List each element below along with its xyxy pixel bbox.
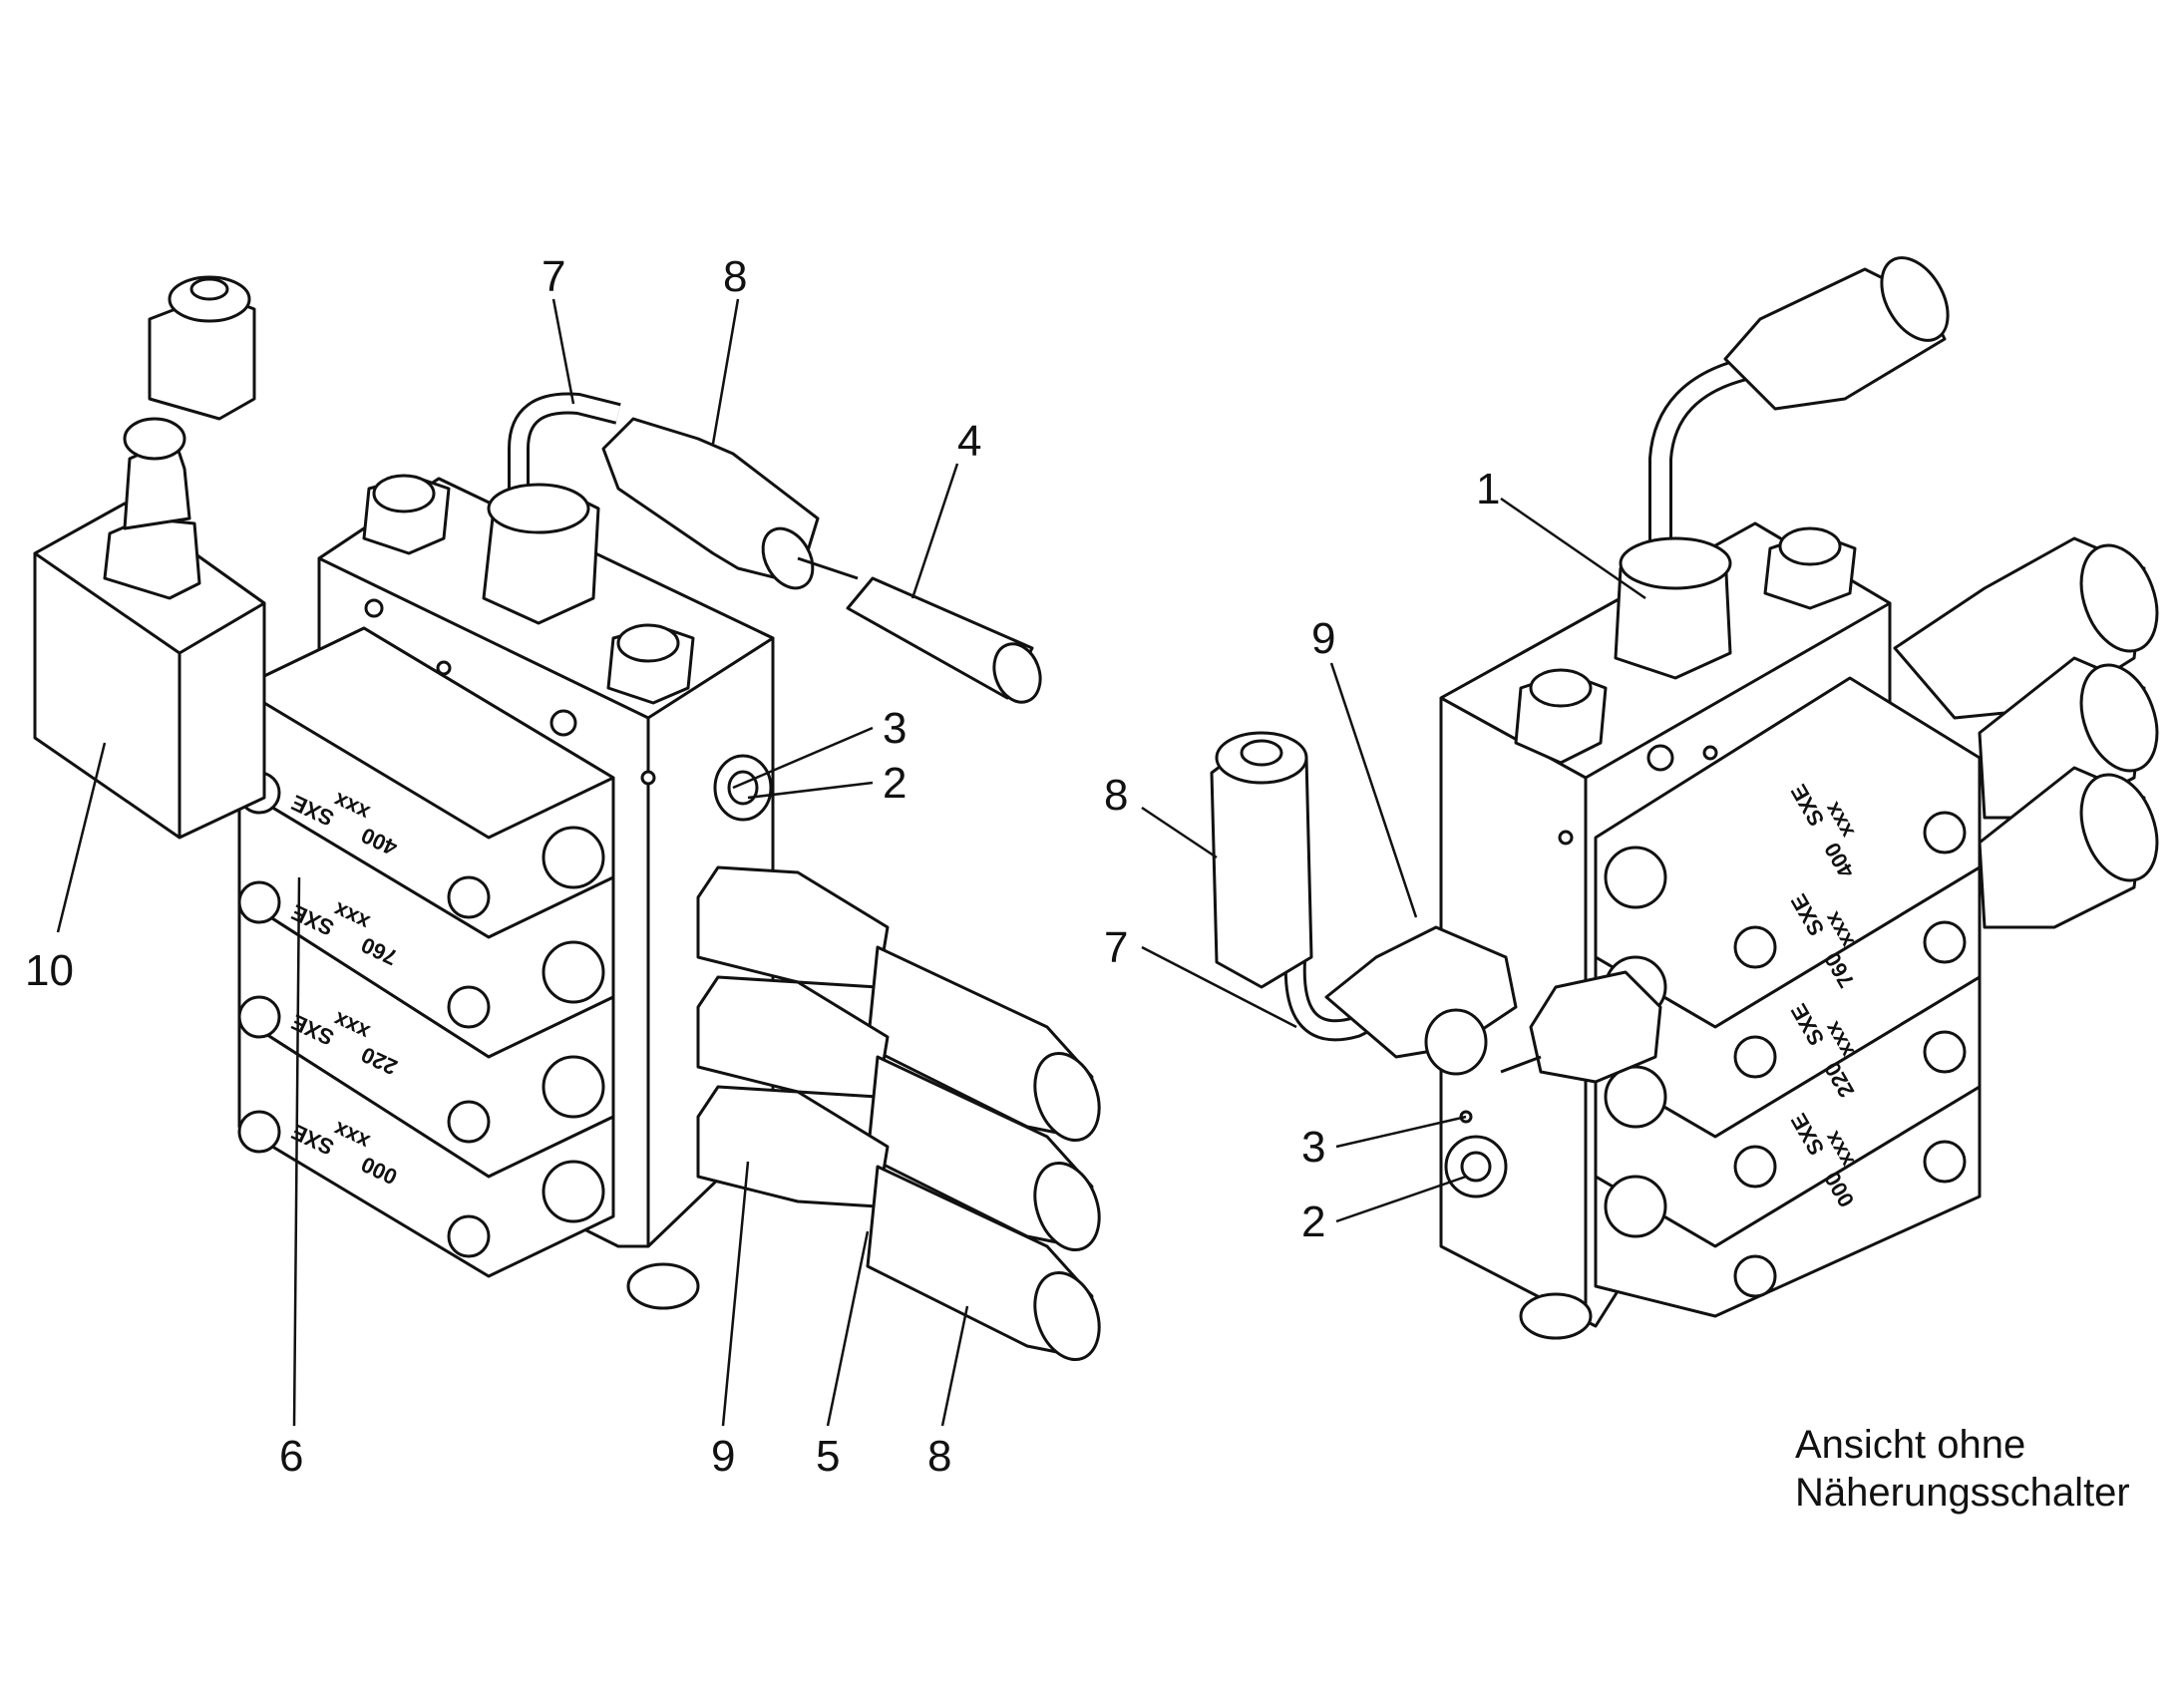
callout-8-right: 8 [1104,771,1128,820]
left-switch-block-10 [33,275,266,840]
callout-7-left: 7 [542,252,565,301]
left-assembly [33,275,1101,1362]
callout-10: 10 [25,946,74,995]
left-plug-3-2 [713,754,773,822]
left-sections-6 [237,626,615,1278]
callout-5: 5 [816,1432,840,1481]
right-hose-7-fitting-8-9 [1210,731,1518,1076]
right-assembly [1210,256,2159,1340]
callout-3-right: 3 [1301,1123,1325,1172]
callout-1: 1 [1476,465,1500,513]
left-top-plug-1 [362,474,451,555]
left-outlet-fittings [696,865,1101,1362]
left-fitting-8 [601,417,859,590]
right-plug-3-2 [1444,1110,1508,1198]
callout-2-left: 2 [883,759,907,808]
callout-9-left: 9 [711,1432,735,1481]
caption-line-2: Näherungsschalter [1795,1471,2130,1515]
callout-8-left-bottom: 8 [927,1432,951,1481]
left-hose-7 [482,392,621,625]
right-top-plug-1 [1514,668,1608,765]
callout-8-left-top: 8 [723,252,747,301]
caption-line-1: Ansicht ohne [1795,1423,2026,1467]
callout-labels-right: 1 9 8 7 3 2 [1104,465,1500,1246]
right-hose-1 [1614,256,1950,680]
right-switch-stub [1500,970,1662,1084]
callout-labels-left: 10 7 8 4 3 2 6 9 5 8 [25,252,981,1481]
right-sections [1594,676,1982,1318]
callout-4: 4 [957,417,981,466]
callout-3-left: 3 [883,704,907,753]
left-top-plug-2 [606,623,695,705]
callout-6: 6 [279,1432,303,1481]
left-sleeve-4 [846,576,1042,704]
right-side-fittings [1893,536,2159,929]
callout-9-right: 9 [1311,614,1335,663]
view-caption: Ansicht ohne Näherungsschalter [1795,1421,2130,1517]
leader-lines [56,298,1646,1427]
right-top-plug-2 [1763,526,1857,610]
callout-2-right: 2 [1301,1197,1325,1246]
callout-7-right: 7 [1104,923,1128,972]
